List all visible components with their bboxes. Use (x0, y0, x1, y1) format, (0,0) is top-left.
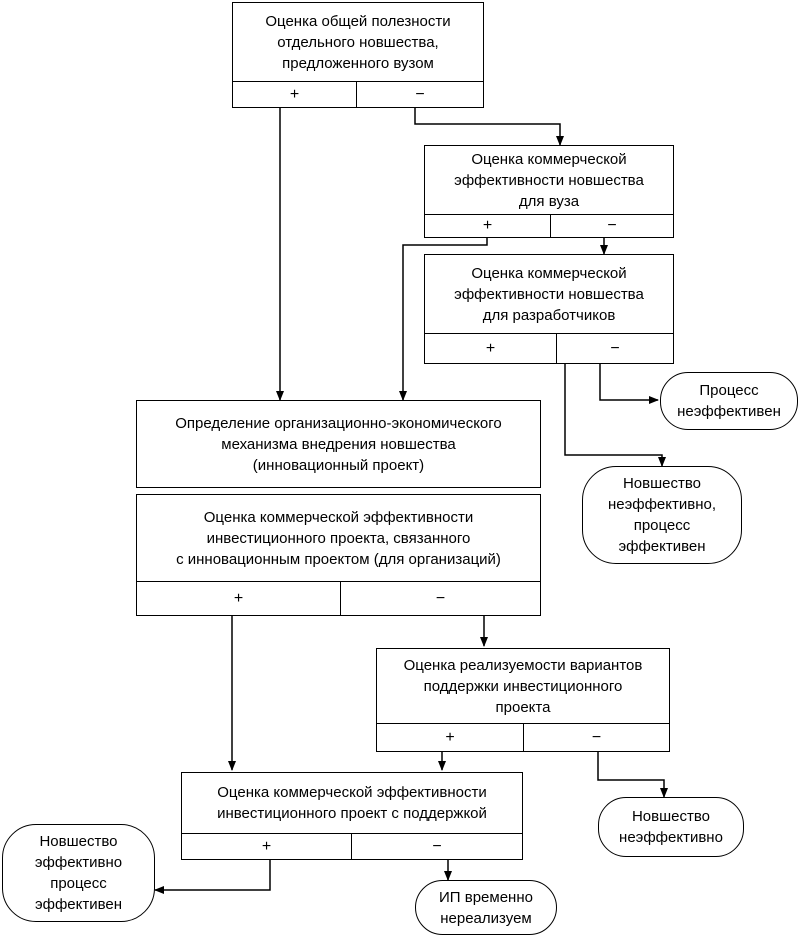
box-investment-with-support-text: Оценка коммерческой эффективности инвест… (217, 784, 487, 822)
arrow-b3-minus-to-t1 (599, 364, 659, 404)
minus-cell: − (591, 728, 602, 746)
terminal-innovation-efficient-process-efficient: Новшество эффективно процесс эффективен (2, 824, 155, 922)
box-support-feasibility: Оценка реализуемости вариантов поддержки… (376, 648, 670, 752)
divider (550, 214, 551, 237)
box-general-usefulness: Оценка общей полезности отдельного новше… (232, 2, 484, 108)
divider (425, 333, 673, 334)
box-investment-with-support: Оценка коммерческой эффективности инвест… (181, 772, 523, 860)
divider (523, 723, 524, 751)
divider (137, 581, 540, 582)
divider (356, 81, 357, 107)
minus-cell: − (415, 85, 425, 103)
plus-cell: + (485, 339, 496, 357)
plus-cell: + (233, 589, 244, 607)
box-commercial-efficiency-university: Оценка коммерческой эффективности новшес… (424, 145, 674, 238)
plus-cell: + (261, 837, 272, 855)
plus-cell: + (482, 217, 493, 234)
box-general-usefulness-text: Оценка общей полезности отдельного новше… (265, 12, 451, 72)
divider (182, 833, 522, 834)
box-org-economic-mechanism: Определение организационно-экономическог… (136, 400, 541, 488)
terminal-process-inefficient: Процесс неэффективен (660, 372, 798, 430)
arrow-b6-minus-to-t3 (597, 752, 668, 798)
box-commercial-efficiency-developers-text: Оценка коммерческой эффективности новшес… (454, 264, 644, 324)
arrow-b1-minus-to-b2 (414, 108, 564, 146)
divider (340, 581, 341, 615)
arrow-b2-plus-to-b4 (399, 237, 488, 401)
box-org-economic-mechanism-text: Определение организационно-экономическог… (175, 414, 502, 474)
terminal-innovation-inefficient-process-efficient: Новшество неэффективно, процесс эффектив… (582, 466, 742, 564)
divider (351, 833, 352, 859)
box-investment-project-efficiency-text: Оценка коммерческой эффективности инвест… (176, 508, 501, 568)
divider (233, 81, 483, 82)
box-commercial-efficiency-developers: Оценка коммерческой эффективности новшес… (424, 254, 674, 364)
plus-cell: + (445, 728, 455, 746)
box-investment-project-efficiency: Оценка коммерческой эффективности инвест… (136, 494, 541, 616)
terminal-project-temporarily-infeasible: ИП временно нереализуем (415, 880, 557, 935)
box-support-feasibility-text: Оценка реализуемости вариантов поддержки… (403, 656, 643, 716)
plus-cell: + (289, 85, 300, 103)
box-commercial-efficiency-university-text: Оценка коммерческой эффективности новшес… (454, 150, 644, 210)
divider (556, 333, 557, 363)
arrow-b3-plus-to-t2 (564, 364, 666, 467)
terminal-innovation-inefficient: Новшество неэффективно (598, 797, 744, 857)
divider (425, 214, 673, 215)
arrow-b7-plus-to-t4 (154, 860, 271, 894)
minus-cell: − (607, 217, 617, 234)
minus-cell: − (435, 589, 446, 607)
minus-cell: − (432, 837, 442, 855)
minus-cell: − (610, 339, 620, 357)
